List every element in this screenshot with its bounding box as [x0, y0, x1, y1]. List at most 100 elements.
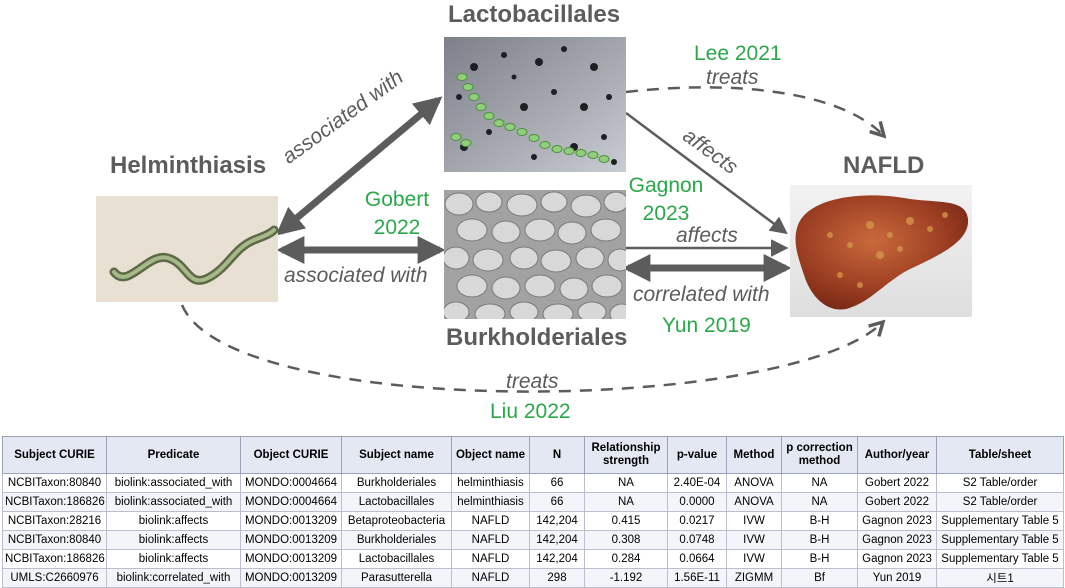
table-cell: ZIGMM: [726, 568, 782, 588]
node-title-helminthiasis: Helminthiasis: [110, 152, 267, 179]
citation-gagnon-line2: 2023: [642, 202, 690, 225]
table-cell: 0.308: [584, 530, 668, 550]
table-cell: NA: [781, 492, 858, 512]
citation-gagnon-2023: Gagnon 2023: [626, 172, 706, 228]
table-cell: IVW: [726, 530, 782, 550]
arrow-lactobacillales-nafld: [625, 111, 788, 235]
citation-lee-2021: Lee 2021: [694, 42, 782, 65]
table-cell: NA: [781, 473, 858, 493]
table-cell: B-H: [781, 549, 858, 569]
table-cell: NAFLD: [451, 549, 530, 569]
table-cell: 298: [529, 568, 585, 588]
table-cell: MONDO:0004664: [240, 492, 342, 512]
node-title-nafld: NAFLD: [843, 152, 925, 179]
table-cell: ANOVA: [726, 492, 782, 512]
table-cell: Burkholderiales: [341, 530, 452, 550]
table-cell: NA: [584, 492, 668, 512]
lactobacillales-micrograph: [444, 37, 626, 172]
table-cell: S2 Table/order: [936, 473, 1064, 493]
table-cell: IVW: [726, 549, 782, 569]
table-cell: Burkholderiales: [341, 473, 452, 493]
citation-liu-2022: Liu 2022: [490, 400, 571, 423]
table-row: NCBITaxon:80840 biolink:affects MONDO:00…: [2, 530, 1064, 550]
table-header-row: Subject CURIE Predicate Object CURIE Sub…: [2, 436, 1064, 474]
table-cell: 0.0000: [667, 492, 727, 512]
table-row: NCBITaxon:186826 biolink:affects MONDO:0…: [2, 549, 1064, 569]
table-cell: Gagnon 2023: [857, 511, 937, 531]
table-cell: 0.284: [584, 549, 668, 569]
table-cell: Supplementary Table 5: [936, 530, 1064, 550]
table-cell: 142,204: [529, 549, 585, 569]
table-cell: MONDO:0013209: [240, 549, 342, 569]
citation-gagnon-line1: Gagnon: [628, 174, 704, 197]
table-cell: IVW: [726, 511, 782, 531]
arrow-helminth-lactobacillales: [275, 96, 443, 236]
table-cell: Supplementary Table 5: [936, 549, 1064, 569]
table-cell: ANOVA: [726, 473, 782, 493]
table-cell: B-H: [781, 511, 858, 531]
table-cell: Gagnon 2023: [857, 549, 937, 569]
table-cell: biolink:affects: [106, 549, 241, 569]
edge-label-associated-with-horizontal: associated with: [284, 264, 428, 287]
table-header: Author/year: [857, 436, 937, 474]
table-header: N: [529, 436, 585, 474]
evidence-table: Subject CURIE Predicate Object CURIE Sub…: [2, 436, 1064, 588]
table-body: NCBITaxon:80840 biolink:associated_with …: [2, 473, 1064, 588]
table-cell: S2 Table/order: [936, 492, 1064, 512]
table-cell: NCBITaxon:80840: [2, 530, 107, 550]
table-cell: MONDO:0013209: [240, 568, 342, 588]
table-cell: -1.192: [584, 568, 668, 588]
table-cell: Lactobacillales: [341, 549, 452, 569]
table-cell: biolink:affects: [106, 530, 241, 550]
table-cell: NAFLD: [451, 511, 530, 531]
table-row: UMLS:C2660976 biolink:correlated_with MO…: [2, 568, 1064, 588]
citation-yun-2019: Yun 2019: [662, 314, 751, 337]
table-cell: MONDO:0013209: [240, 530, 342, 550]
table-cell: biolink:associated_with: [106, 492, 241, 512]
edge-label-affects-horizontal: affects: [676, 224, 738, 247]
table-row: NCBITaxon:186826 biolink:associated_with…: [2, 492, 1064, 512]
table-header: Subject CURIE: [2, 436, 107, 474]
citation-gobert-line2: 2022: [373, 216, 421, 239]
table-header: Table/sheet: [936, 436, 1064, 474]
table-cell: MONDO:0004664: [240, 473, 342, 493]
table-row: NCBITaxon:80840 biolink:associated_with …: [2, 473, 1064, 493]
table-cell: helminthiasis: [451, 492, 530, 512]
table-cell: Parasutterella: [341, 568, 452, 588]
arrow-treats-liu: [180, 304, 883, 393]
node-title-burkholderiales: Burkholderiales: [446, 324, 628, 351]
table-row: NCBITaxon:28216 biolink:affects MONDO:00…: [2, 511, 1064, 531]
table-cell: 66: [529, 473, 585, 493]
table-cell: biolink:affects: [106, 511, 241, 531]
table-header: Method: [726, 436, 782, 474]
table-header: p correction method: [781, 436, 858, 474]
liver-illustration: [790, 185, 972, 317]
table-cell: biolink:associated_with: [106, 473, 241, 493]
table-header: Subject name: [341, 436, 452, 474]
table-cell: 0.0748: [667, 530, 727, 550]
table-header: Object CURIE: [240, 436, 342, 474]
table-cell: NCBITaxon:186826: [2, 549, 107, 569]
table-cell: Betaproteobacteria: [341, 511, 452, 531]
table-cell: NCBITaxon:80840: [2, 473, 107, 493]
table-cell: helminthiasis: [451, 473, 530, 493]
table-cell: 1.56E-11: [667, 568, 727, 588]
table-cell: NA: [584, 473, 668, 493]
table-cell: 142,204: [529, 530, 585, 550]
table-cell: MONDO:0013209: [240, 511, 342, 531]
table-header: Relationship strength: [584, 436, 668, 474]
table-header: Predicate: [106, 436, 241, 474]
table-cell: Gagnon 2023: [857, 530, 937, 550]
table-cell: Supplementary Table 5: [936, 511, 1064, 531]
table-cell: NCBITaxon:186826: [2, 492, 107, 512]
table-cell: NCBITaxon:28216: [2, 511, 107, 531]
citation-gobert-line1: Gobert: [364, 188, 430, 211]
table-cell: 0.0664: [667, 549, 727, 569]
table-cell: 0.0217: [667, 511, 727, 531]
table-cell: Lactobacillales: [341, 492, 452, 512]
table-cell: 66: [529, 492, 585, 512]
burkholderiales-micrograph: [444, 190, 626, 319]
table-cell: Bf: [781, 568, 858, 588]
table-cell: 0.415: [584, 511, 668, 531]
arrow-treats-lee: [625, 86, 884, 136]
